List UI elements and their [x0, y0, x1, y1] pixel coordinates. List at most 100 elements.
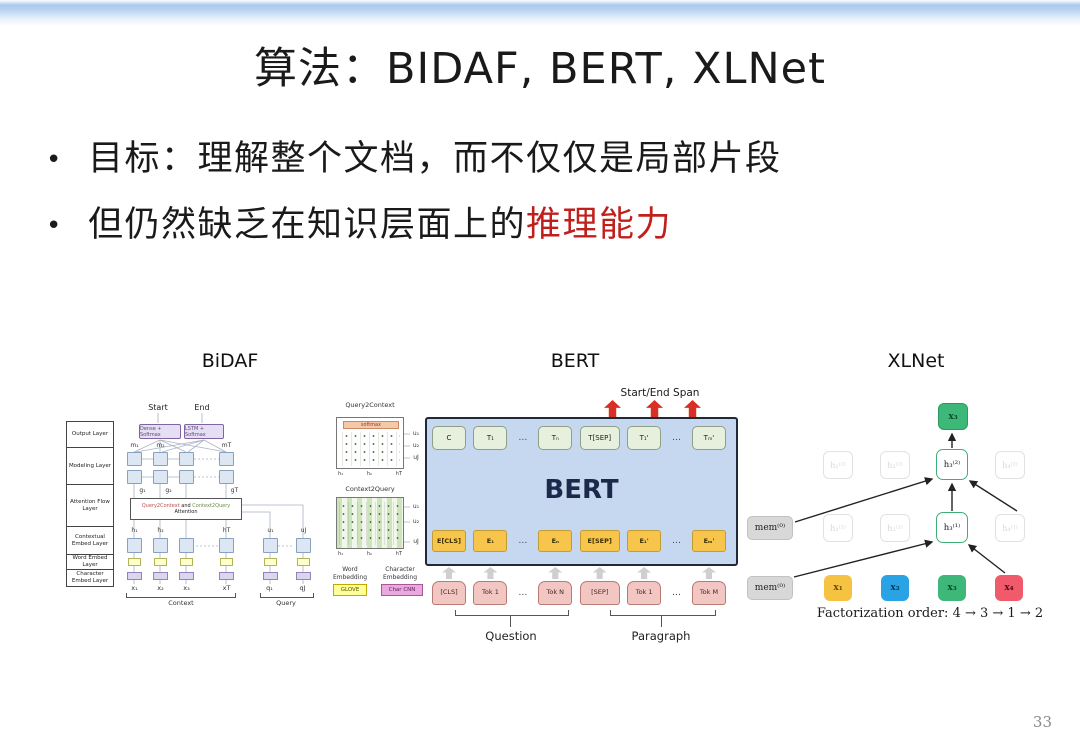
bidaf-wiring — [133, 413, 410, 584]
bert-output-cell: T₁ — [473, 425, 508, 450]
bert-paragraph-label: Paragraph — [631, 629, 691, 643]
bullet-1-text: 目标：理解整个文档，而不仅仅是局部片段 — [88, 139, 782, 179]
c2q-u2-label: u₂ — [412, 518, 420, 525]
bullet-2-highlight: 推理能力 — [526, 205, 673, 245]
axis-tick: h₁ — [338, 471, 344, 477]
bidaf-uJ-label: uJ — [300, 527, 307, 534]
word-embedding-cell — [220, 558, 233, 566]
bert-output-cell: Tₘ' — [691, 425, 726, 450]
bidaf-context-label: Context — [168, 599, 194, 607]
bidaf-attention-line2: Attention — [174, 509, 198, 515]
lstm-cell — [153, 538, 168, 553]
ellipsis: … — [518, 536, 528, 546]
xlnet-arrows — [793, 432, 1018, 578]
q2c-uJ-label: uJ — [413, 454, 419, 461]
page-number: 33 — [1032, 713, 1052, 731]
c2q-u1-label: u₁ — [412, 503, 420, 510]
up-arrow-icon — [548, 567, 563, 579]
xlnet-hidden-cell-faded: h₁⁽¹⁾ — [823, 514, 853, 542]
xlnet-input-x4: x₄ — [995, 575, 1023, 601]
axis-tick: hT — [395, 471, 402, 477]
lstm-cell — [179, 452, 194, 466]
q2c-dot-grid — [342, 432, 400, 466]
bidaf-g1-label: g₁ — [139, 487, 146, 494]
lstm-cell — [219, 538, 234, 553]
bidaf-mT-label: mT — [221, 442, 232, 449]
bert-output-cell: T[SEP] — [579, 425, 620, 450]
bullet-item-2: •但仍然缺乏在知识层面上的推理能力 — [46, 196, 1046, 247]
char-embedding-cell — [179, 572, 194, 580]
lstm-cell — [263, 538, 278, 553]
lstm-cell — [127, 470, 142, 484]
bert-token-cell: [CLS] — [432, 581, 466, 605]
xlnet-section-title: XLNet — [887, 350, 945, 372]
bidaf-g2-label: g₂ — [165, 487, 172, 494]
bidaf-u1-label: u₁ — [267, 527, 274, 534]
bidaf-lstm-softmax-box: LSTM + Softmax — [184, 424, 224, 439]
up-arrow-icon — [637, 567, 652, 579]
lstm-cell — [179, 470, 194, 484]
legend-charcnn-box: Char CNN — [381, 584, 423, 596]
bidaf-x1-label: x₁ — [131, 584, 138, 592]
paragraph-brace-tick — [661, 615, 662, 627]
word-embedding-cell — [128, 558, 141, 566]
lstm-cell — [127, 538, 142, 553]
up-arrow-icon — [483, 567, 498, 579]
bert-token-cell: Tok M — [691, 581, 726, 605]
legend-char-embedding-label: Character Embedding — [382, 566, 418, 581]
xlnet-hidden-cell-faded: h₂⁽²⁾ — [880, 451, 910, 479]
bidaf-end-label: End — [194, 403, 210, 412]
bert-embedding-row: E[CLS] E₁ … Eₙ E[SEP] E₁' … Eₘ' — [432, 530, 726, 552]
xlnet-hidden-cell-active: h₃⁽¹⁾ — [936, 512, 968, 543]
lstm-cell — [127, 452, 142, 466]
bert-section-title: BERT — [550, 350, 600, 372]
ellipsis: … — [518, 588, 528, 598]
bert-token-row: [CLS] Tok 1 … Tok N [SEP] Tok 1 … Tok M — [432, 581, 726, 605]
ellipsis: … — [518, 432, 528, 443]
lstm-cell — [153, 452, 168, 466]
lstm-cell — [296, 538, 311, 553]
top-gradient-bar — [0, 0, 1080, 26]
bidaf-attention-line1: Query2Context and Context2Query — [142, 503, 231, 510]
xlnet-mem-box: mem⁽⁰⁾ — [747, 576, 793, 600]
up-arrow-icon — [442, 567, 456, 579]
softmax-bar: softmax — [343, 421, 399, 429]
q2c-u2-label: u₂ — [412, 442, 420, 449]
bidaf-query-label: Query — [276, 599, 296, 607]
bidaf-attn-and-text: and — [179, 502, 193, 509]
query-brace — [260, 593, 314, 598]
xlnet-input-x3: x₃ — [938, 575, 966, 601]
char-embedding-cell — [263, 572, 278, 580]
word-embedding-cell — [264, 558, 277, 566]
bidaf-layer-char-embed: Character Embed Layer — [66, 569, 114, 587]
axis-tick: h₂ — [366, 471, 373, 477]
c2q-uJ-label: uJ — [413, 538, 419, 545]
xlnet-factorization-caption: Factorization order: 4 → 3 → 1 → 2 — [816, 606, 1044, 621]
bert-model-label: BERT — [544, 475, 619, 505]
axis-tick: h₁ — [338, 551, 344, 557]
xlnet-input-x1: x₁ — [824, 575, 852, 601]
char-embedding-cell — [219, 572, 234, 580]
xlnet-hidden-cell-faded: h₄⁽¹⁾ — [995, 514, 1025, 542]
bidaf-c2q-matrix-title: Context2Query — [345, 485, 395, 493]
bert-question-label: Question — [485, 629, 537, 643]
char-embedding-cell — [296, 572, 311, 580]
bullet-item-1: •目标：理解整个文档，而不仅仅是局部片段 — [46, 130, 1046, 181]
q2c-u1-label: u₁ — [412, 430, 420, 437]
word-embedding-cell — [297, 558, 310, 566]
bidaf-m2-label: m₂ — [156, 442, 165, 449]
xlnet-hidden-cell-faded: h₁⁽²⁾ — [823, 451, 853, 479]
bidaf-q1-label: q₁ — [266, 584, 273, 592]
bert-embedding-cell: E[CLS] — [432, 530, 466, 552]
axis-tick: h₂ — [366, 551, 373, 557]
bidaf-layer-modeling: Modeling Layer — [66, 447, 114, 485]
ellipsis: … — [672, 536, 682, 546]
slide-title: 算法：BIDAF, BERT, XLNet — [254, 44, 826, 94]
bert-embedding-cell: E[SEP] — [579, 530, 620, 552]
xlnet-hidden-cell-faded: h₂⁽¹⁾ — [880, 514, 910, 542]
bidaf-m1-label: m₁ — [130, 442, 139, 449]
bert-input-arrow-row — [432, 567, 726, 579]
bert-span-label: Start/End Span — [620, 387, 700, 399]
question-brace-tick — [510, 615, 511, 627]
bidaf-layer-word-embed: Word Embed Layer — [66, 554, 114, 570]
